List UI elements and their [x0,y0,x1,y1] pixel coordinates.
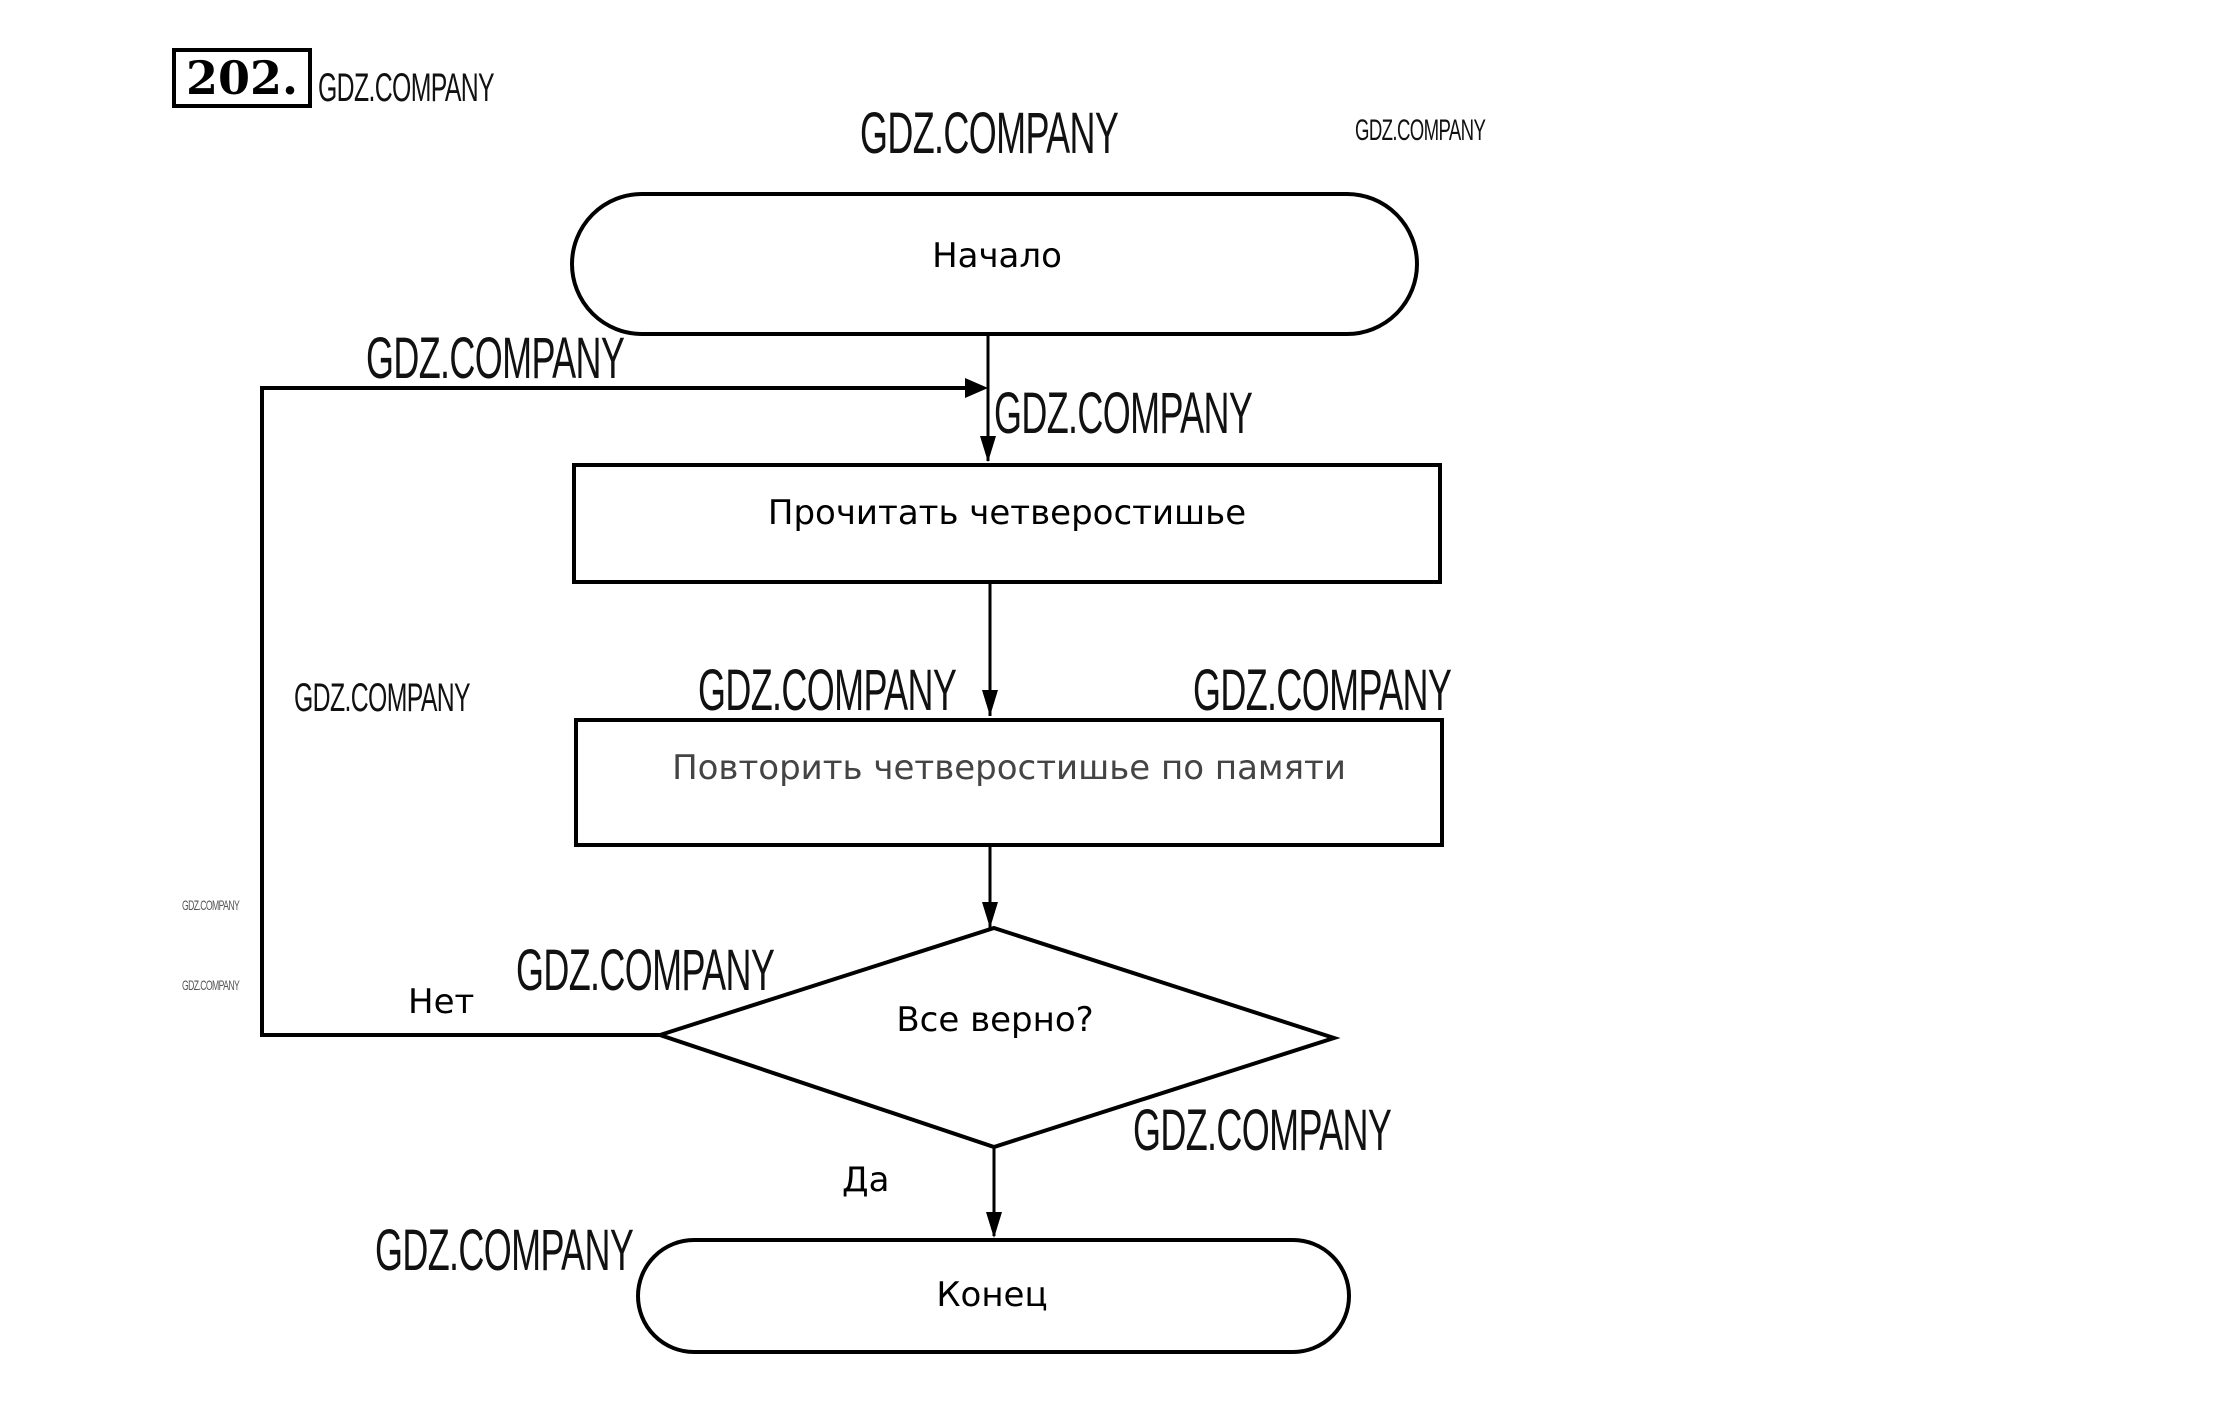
yes-branch-label: Да [842,1160,890,1200]
watermark: GDZ.COMPANY [182,897,240,913]
arrowhead-repeat [982,690,998,716]
end-label: Конец [936,1275,1048,1315]
watermark: GDZ.COMPANY [1355,114,1486,147]
repeat-step-label: Повторить четверостишье по памяти [672,748,1346,788]
watermark: GDZ.COMPANY [294,676,471,720]
arrowhead-read [980,436,996,462]
arrowhead-end [986,1212,1002,1238]
start-label: Начало [932,236,1062,276]
read-step-box [572,463,1442,584]
watermark: GDZ.COMPANY [366,326,625,391]
watermark: GDZ.COMPANY [1133,1098,1392,1163]
repeat-step-box [574,718,1444,847]
watermark: GDZ.COMPANY [860,101,1119,166]
watermark: GDZ.COMPANY [698,658,957,723]
watermark: GDZ.COMPANY [1193,658,1452,723]
watermark: GDZ.COMPANY [994,381,1253,446]
read-step-label: Прочитать четверостишье [767,493,1247,533]
no-branch-label: Нет [408,982,475,1022]
watermark: GDZ.COMPANY [182,977,240,993]
end-terminal [636,1238,1351,1354]
arrowhead-loop [965,378,988,398]
no-loop-line [260,386,968,1037]
start-terminal [570,192,1419,336]
watermark: GDZ.COMPANY [375,1218,634,1283]
exercise-number: 202. [172,48,312,108]
arrowhead-decision [982,902,998,928]
watermark: GDZ.COMPANY [318,66,495,110]
decision-label: Все верно? [896,1000,1094,1040]
watermark: GDZ.COMPANY [516,938,775,1003]
